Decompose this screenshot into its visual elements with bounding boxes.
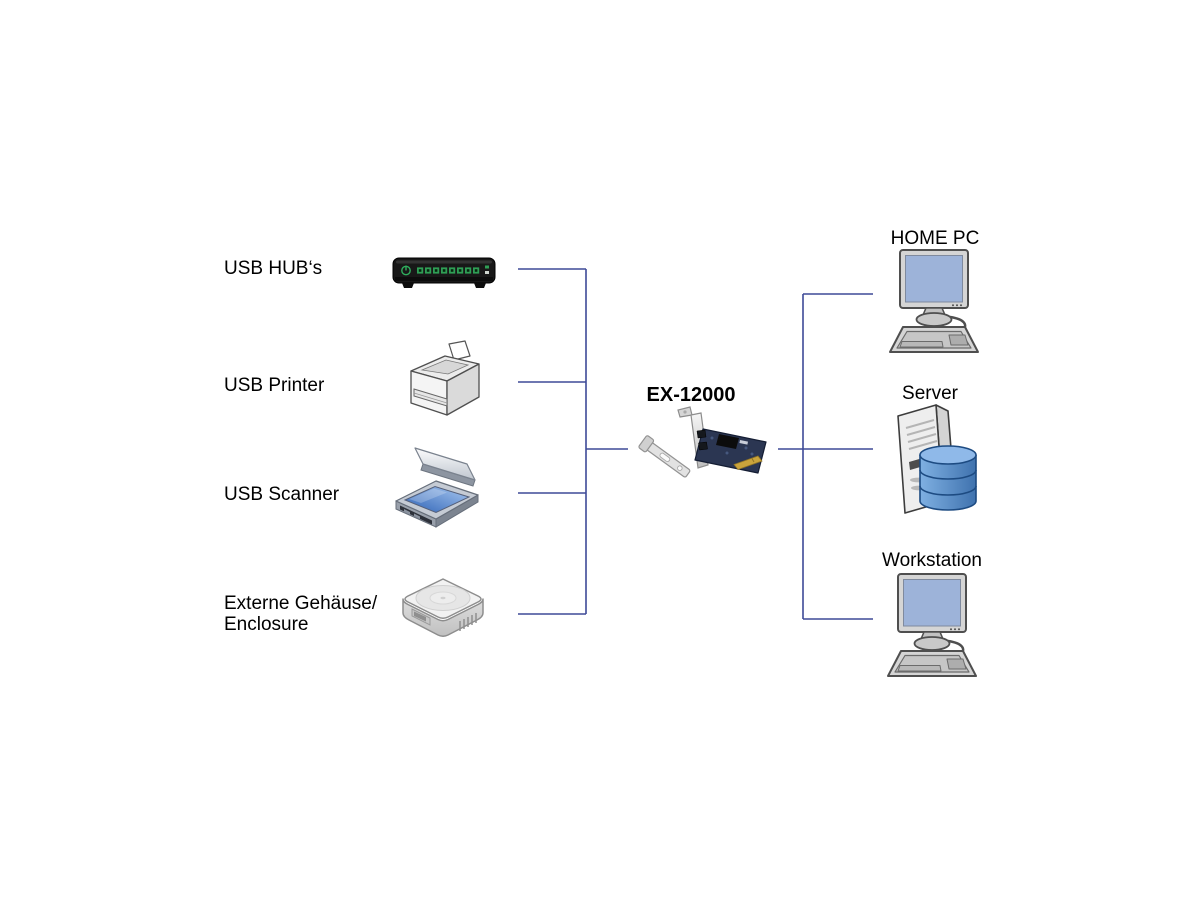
server-icon [897, 404, 977, 514]
card-title: EX-12000 [646, 384, 736, 406]
label-home-pc: HOME PC [890, 228, 980, 249]
home-pc-icon [889, 249, 979, 353]
label-usb-scanner: USB Scanner [224, 484, 340, 505]
usb-scanner-icon [395, 447, 479, 528]
pcie-card [628, 402, 778, 494]
external-enclosure-icon [402, 578, 484, 637]
usb-hub-icon [392, 257, 496, 288]
label-server: Server [902, 383, 958, 404]
label-usb-printer: USB Printer [224, 375, 325, 396]
low-profile-bracket [638, 435, 691, 478]
label-external-enclosure: Externe Gehäuse/ Enclosure [224, 593, 378, 635]
label-usb-hubs: USB HUB‘s [224, 258, 323, 279]
database-icon [919, 445, 977, 511]
usb-printer-icon [410, 340, 480, 416]
workstation-icon [887, 573, 977, 677]
pcie-card-icon [638, 406, 767, 478]
label-workstation: Workstation [882, 550, 982, 571]
